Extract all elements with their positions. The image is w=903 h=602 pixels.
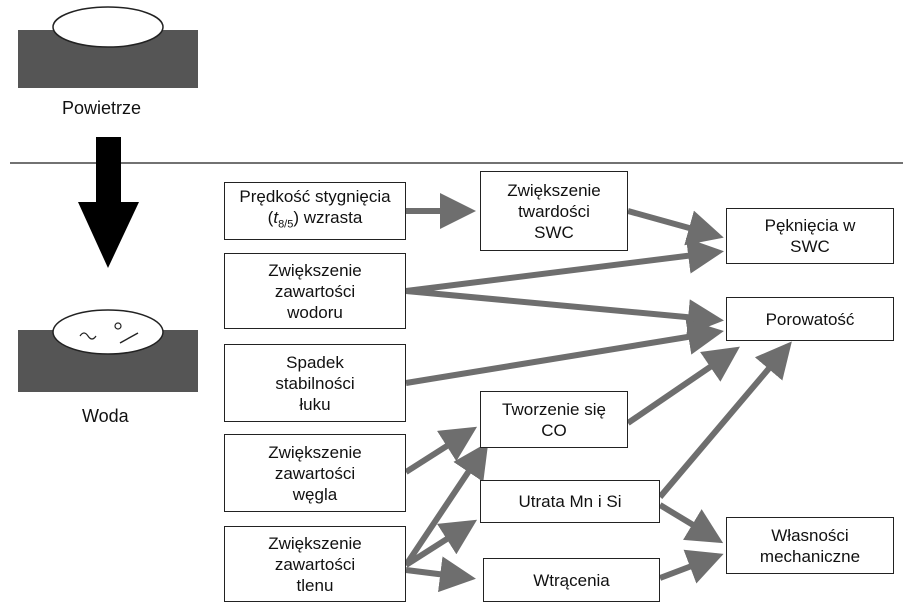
box-inclusions: Wtrącenia [483,558,660,602]
air-weld-illustration [18,6,198,88]
arrow-hardness-cracks [627,208,724,246]
connector-arrows [403,193,792,593]
cooling-rate-subscript: 8/5 [278,218,294,231]
box-hardness: Zwiększenie twardości SWC [480,171,628,251]
carbon-text: Zwiększenie zawartości węgla [268,442,362,504]
box-hydrogen: Zwiększenie zawartości wodoru [224,253,406,329]
box-oxygen: Zwiększenie zawartości tlenu [224,526,406,602]
arrow-hydrogen-porosity [405,288,724,336]
water-label: Woda [82,406,129,426]
box-co-formation: Tworzenie się CO [480,391,628,448]
box-mn-si-loss: Utrata Mn i Si [480,480,660,523]
arrow-co-porosity [626,346,740,426]
box-cracks: Pęknięcia w SWC [726,208,894,264]
hardness-text: Zwiększenie twardości SWC [507,180,601,242]
oxygen-text: Zwiększenie zawartości tlenu [268,533,362,595]
arc-text: Spadek stabilności łuku [275,352,355,414]
arrow-oxygen-co [403,442,489,567]
arrow-oxygen-mnsi [404,519,478,568]
cooling-rate-suffix: ) wzrasta [293,208,363,228]
box-arc-stability: Spadek stabilności łuku [224,344,406,422]
arrow-arc-porosity [405,319,724,386]
arrow-mnsi-mech [658,502,724,544]
arrow-oxygen-inclusions [405,556,476,593]
inclusions-text: Wtrącenia [533,570,610,590]
arrow-carbon-co [404,426,478,475]
cooling-rate-text: Prędkość stygnięcia [239,187,391,207]
porosity-text: Porowatość [765,309,855,329]
box-carbon: Zwiększenie zawartości węgla [224,434,406,512]
arrow-hydrogen-cracks [405,237,724,294]
mechanical-text: Własności mechaniczne [759,525,861,566]
hydrogen-text: Zwiększenie zawartości wodoru [268,260,362,322]
air-label: Powietrze [62,98,142,118]
co-text: Tworzenie się CO [502,399,606,440]
arrow-inclusions-mech [658,549,724,584]
box-mechanical: Własności mechaniczne [726,517,894,574]
cracks-text: Pęknięcia w SWC [764,216,856,256]
arrow-mnsi-porosity [657,341,792,499]
box-porosity: Porowatość [726,297,894,341]
water-weld-illustration [18,309,198,392]
down-arrow-icon [78,137,139,268]
box-cooling-rate: Prędkość stygnięcia(t8/5) wzrasta [224,182,406,240]
cooling-rate-symbol: t [273,208,279,228]
mnsi-text: Utrata Mn i Si [518,492,622,511]
